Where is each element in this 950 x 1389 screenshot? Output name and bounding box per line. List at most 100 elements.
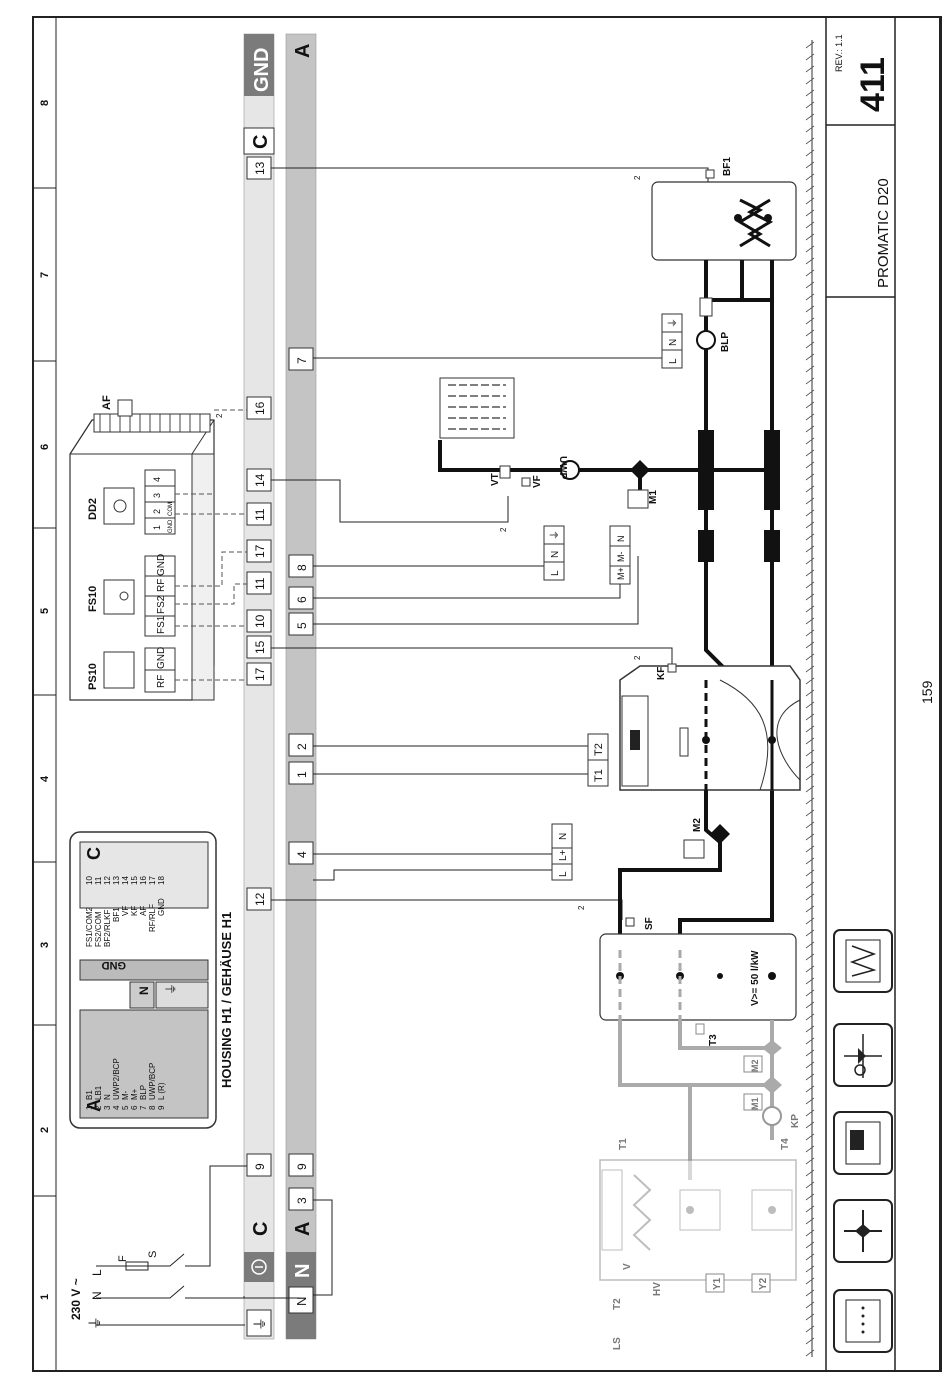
bar-a-top-label: A (292, 44, 314, 58)
bar-gnd-label: GND (251, 48, 273, 92)
c-term-14: 14 (246, 468, 272, 492)
page-number: 159 (919, 680, 935, 704)
legend-a-row: 8 (148, 1105, 157, 1110)
m2-mixer-icon (710, 824, 730, 844)
legend-c-row-name: GND (157, 898, 166, 916)
svg-text:9: 9 (253, 1163, 267, 1170)
bf1-label: BF1 (722, 157, 733, 176)
c-term-15: 15 (246, 635, 272, 659)
floor-heating-icon (439, 377, 515, 439)
svg-text:FS2: FS2 (156, 595, 167, 614)
svg-text:16: 16 (253, 401, 267, 415)
blp-pump-icon (696, 330, 716, 350)
c-term-17b: 17 (246, 539, 272, 563)
svg-text:M2: M2 (750, 1059, 760, 1072)
a-term-3: 3 (288, 1187, 314, 1211)
terminal-legend: A C GND GND N ⏚ 1 B1 2 LB1 3 N 4 UWP2/BC… (69, 831, 217, 1129)
svg-text:8: 8 (295, 564, 309, 571)
tool-icons (833, 929, 893, 1353)
dd2-term-4: 4 (152, 477, 162, 482)
legend-a-row: 7 (139, 1105, 148, 1110)
c-term-17a: 17 (246, 662, 272, 686)
svg-text:N: N (550, 551, 561, 558)
kp-pump-icon (762, 1106, 782, 1126)
vt-sensor-icon (499, 465, 511, 479)
svg-text:2: 2 (499, 527, 508, 532)
dd2-display-icon (103, 487, 135, 525)
a-term-6: 6 (288, 586, 314, 610)
dhw-tank (651, 181, 797, 261)
svg-text:11: 11 (253, 577, 267, 590)
legend-c-row: 10 (85, 876, 94, 885)
bar-n-label: N (292, 1264, 314, 1278)
dd2-term-1: 1 (152, 525, 162, 530)
grid-column-labels: 1 2 3 4 5 6 7 8 (39, 100, 51, 1300)
grid-col-6: 6 (39, 444, 51, 450)
a-term-2: 2 (288, 733, 314, 757)
svg-text:9: 9 (295, 1163, 309, 1170)
sf-label: SF (644, 917, 655, 930)
bar-c-top-label: C (250, 135, 272, 149)
svg-text:FS1: FS1 (156, 615, 167, 634)
housing-title: HOUSING H1 / GEHÄUSE H1 (219, 912, 234, 1088)
dhw-coil (737, 198, 774, 248)
secondary-labels: T1 T4 T2 LS HV V Y1 Y2 (612, 1138, 791, 1350)
legend-gnd (79, 959, 209, 981)
c-term-13: 13 (246, 156, 272, 180)
c-term-12: 12 (246, 887, 272, 911)
svg-text:N: N (558, 833, 569, 840)
uwp-pump-icon (560, 460, 580, 480)
bar-c-top-box (243, 127, 275, 155)
a-term-4: 4 (288, 841, 314, 865)
pellet-boiler (619, 665, 801, 820)
svg-text:3: 3 (295, 1197, 309, 1204)
legend-a-row-name: M+ (130, 1088, 139, 1100)
legend-c-row-name: FS1/COM2 (85, 906, 94, 947)
c-term-9: 9 (246, 1153, 272, 1177)
legend-n (129, 981, 155, 1009)
svg-text:2: 2 (215, 413, 224, 418)
main-pipes (438, 260, 774, 950)
svg-text:M+: M+ (616, 567, 626, 580)
legend-c-row: 13 (112, 876, 121, 885)
svg-text:T2: T2 (612, 1298, 623, 1310)
svg-text:L: L (550, 570, 561, 576)
svg-text:M1: M1 (750, 1097, 760, 1110)
dd2-sub-gnd: GND (168, 519, 174, 533)
fs10-unit: FS10 GND RF FS2 FS1 (87, 554, 176, 637)
svg-text:RF: RF (156, 675, 167, 688)
drawing-title: PROMATIC D20 (875, 178, 892, 288)
dd2-name: DD2 (87, 498, 99, 520)
earth-power-icon: ⏚ (87, 1316, 103, 1330)
svg-text:2: 2 (633, 655, 642, 660)
signal-wires (271, 167, 709, 920)
legend-gnd-label: GND (102, 959, 127, 971)
legend-c-row-name: BF2/RLKF (103, 910, 112, 947)
legend-c-row: 14 (121, 876, 130, 885)
fs10-display-icon (103, 579, 135, 615)
c-term-16: 16 (246, 396, 272, 420)
bar-n-term-label: N (294, 1297, 309, 1306)
c-term-11b: 11 (246, 502, 272, 526)
svg-text:T1: T1 (618, 1138, 629, 1150)
uwp-label: UWP (557, 456, 568, 480)
svg-text:15: 15 (253, 640, 267, 654)
dots-icon[interactable] (833, 1289, 893, 1353)
a-term-5: 5 (288, 612, 314, 636)
legend-a-row-name: UWP/BCP (148, 1063, 157, 1100)
legend-block-c (79, 841, 209, 909)
svg-text:17: 17 (253, 667, 267, 681)
legend-a-row: 9 (157, 1105, 166, 1110)
legend-a-row: 3 (103, 1105, 112, 1110)
fs10-name: FS10 (87, 586, 99, 612)
grid-col-7: 7 (39, 272, 51, 278)
secondary-boiler (599, 1159, 797, 1281)
pipe-segment-flow (698, 430, 714, 510)
legend-c-row-name: BF1 (112, 907, 121, 922)
svg-text:⏚: ⏚ (667, 318, 679, 328)
dd2-sub-com: COM (168, 502, 174, 516)
svg-text:T1: T1 (593, 769, 605, 782)
heater-coil-icon[interactable] (833, 929, 893, 993)
power-voltage: 230 V ~ (69, 1278, 83, 1320)
